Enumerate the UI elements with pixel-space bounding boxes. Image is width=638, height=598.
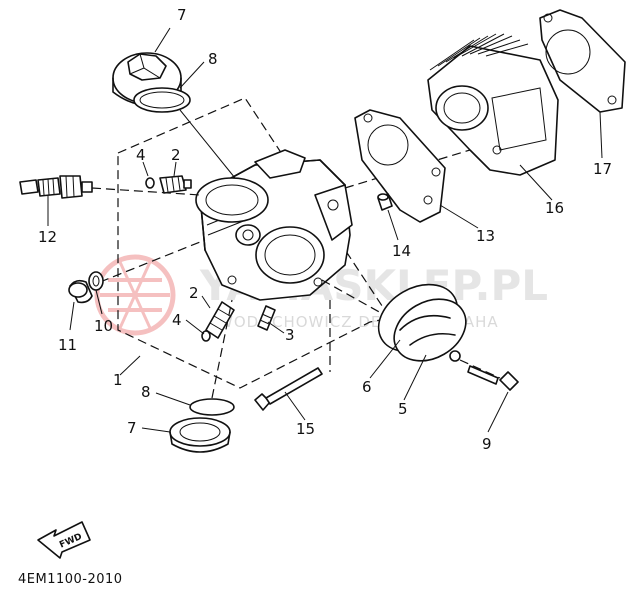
part-2-adjuster-top xyxy=(159,175,192,194)
part-15-bolt xyxy=(254,367,323,411)
part-4-seal-top xyxy=(145,177,155,189)
callout-12: 12 xyxy=(38,228,57,246)
part-1-cylinder-head xyxy=(195,149,353,301)
part-4-seal-mid xyxy=(201,330,211,342)
callout-17: 17 xyxy=(593,160,612,178)
callout-14: 14 xyxy=(392,242,411,260)
callout-8-bot: 8 xyxy=(141,383,151,401)
callout-9: 9 xyxy=(482,435,492,453)
leader-cylinder xyxy=(344,149,471,189)
fwd-arrow-icon: FWD xyxy=(37,521,91,559)
part-code: 4EM1100-2010 xyxy=(18,572,123,587)
part-5-cover xyxy=(393,298,467,362)
part-3-stud xyxy=(257,305,276,331)
callout-4-mid: 4 xyxy=(172,311,182,329)
leader-bottom-cap xyxy=(211,299,233,399)
callout-labels: 7 8 4 2 12 11 10 2 4 3 1 8 7 15 6 5 9 14… xyxy=(38,6,612,453)
leader-bolt-9 xyxy=(459,359,501,379)
callout-leaders xyxy=(47,27,603,433)
part-14-dowel xyxy=(377,193,393,211)
leader-head-top xyxy=(179,109,236,179)
callout-13: 13 xyxy=(476,227,495,245)
part-9-bolt xyxy=(467,365,519,391)
callout-8-top: 8 xyxy=(208,50,218,68)
leader-cover xyxy=(321,279,391,319)
part-11-plug xyxy=(68,279,93,304)
callout-16: 16 xyxy=(545,199,564,217)
callout-15: 15 xyxy=(296,420,315,438)
part-16-cylinder xyxy=(427,33,559,176)
part-2-adjuster-mid xyxy=(205,301,235,339)
callout-11: 11 xyxy=(58,336,77,354)
callout-10: 10 xyxy=(94,317,113,335)
part-8-oring-top xyxy=(133,87,191,113)
callout-6: 6 xyxy=(362,378,372,396)
callout-7-top: 7 xyxy=(177,6,187,24)
part-8-oring-bottom xyxy=(189,398,235,416)
part-7-cap-bottom xyxy=(169,417,231,453)
callout-2-mid: 2 xyxy=(189,284,199,302)
part-10-washer xyxy=(88,271,104,291)
callout-2-top: 2 xyxy=(171,146,181,164)
part-12-spark-plug xyxy=(19,175,93,199)
callout-5: 5 xyxy=(398,400,408,418)
leader-spark-plug xyxy=(91,187,201,196)
callout-3: 3 xyxy=(285,326,295,344)
callout-4-top: 4 xyxy=(136,146,146,164)
assembly-boundary xyxy=(117,97,391,389)
leader-head-left xyxy=(99,239,206,283)
part-17-base-gasket xyxy=(539,9,626,113)
callout-7-bot: 7 xyxy=(127,419,137,437)
callout-1: 1 xyxy=(113,371,123,389)
part-13-head-gasket xyxy=(354,109,446,223)
